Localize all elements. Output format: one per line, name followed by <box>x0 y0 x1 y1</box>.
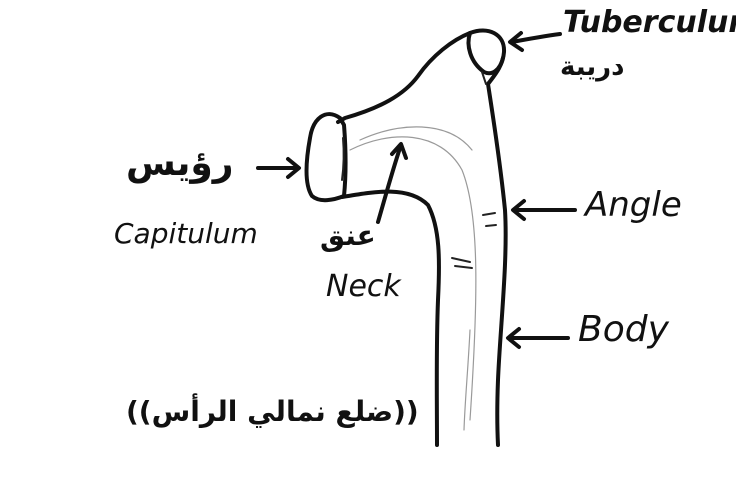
shading-tick-4 <box>455 266 472 268</box>
label-capitulum-ar: رؤيس <box>126 146 234 182</box>
shading-line-3 <box>464 330 470 430</box>
rib-tuberculum <box>469 33 503 73</box>
rib-upper-border <box>338 33 470 122</box>
label-body-en: Body <box>578 312 669 348</box>
head-inner-line <box>342 138 344 180</box>
label-neck-ar: عنق <box>320 222 376 250</box>
shading-tick-3 <box>452 258 470 262</box>
neck-arrow-shaft <box>378 148 400 222</box>
rib-outer-border <box>470 30 506 445</box>
caption-ar: ((ضلع نمالي الرأس)) <box>126 398 419 426</box>
label-capitulum-en: Capitulum <box>114 220 258 248</box>
shading-tick-1 <box>483 213 495 215</box>
shading-tick-2 <box>486 225 496 226</box>
label-neck-en: Neck <box>326 272 401 302</box>
label-tuberculum-en: Tuberculum <box>563 8 736 38</box>
rib-head-capitulum <box>307 114 346 200</box>
label-tuberculum-ar: دريبة <box>560 54 624 80</box>
label-angle-en: Angle <box>585 188 682 222</box>
